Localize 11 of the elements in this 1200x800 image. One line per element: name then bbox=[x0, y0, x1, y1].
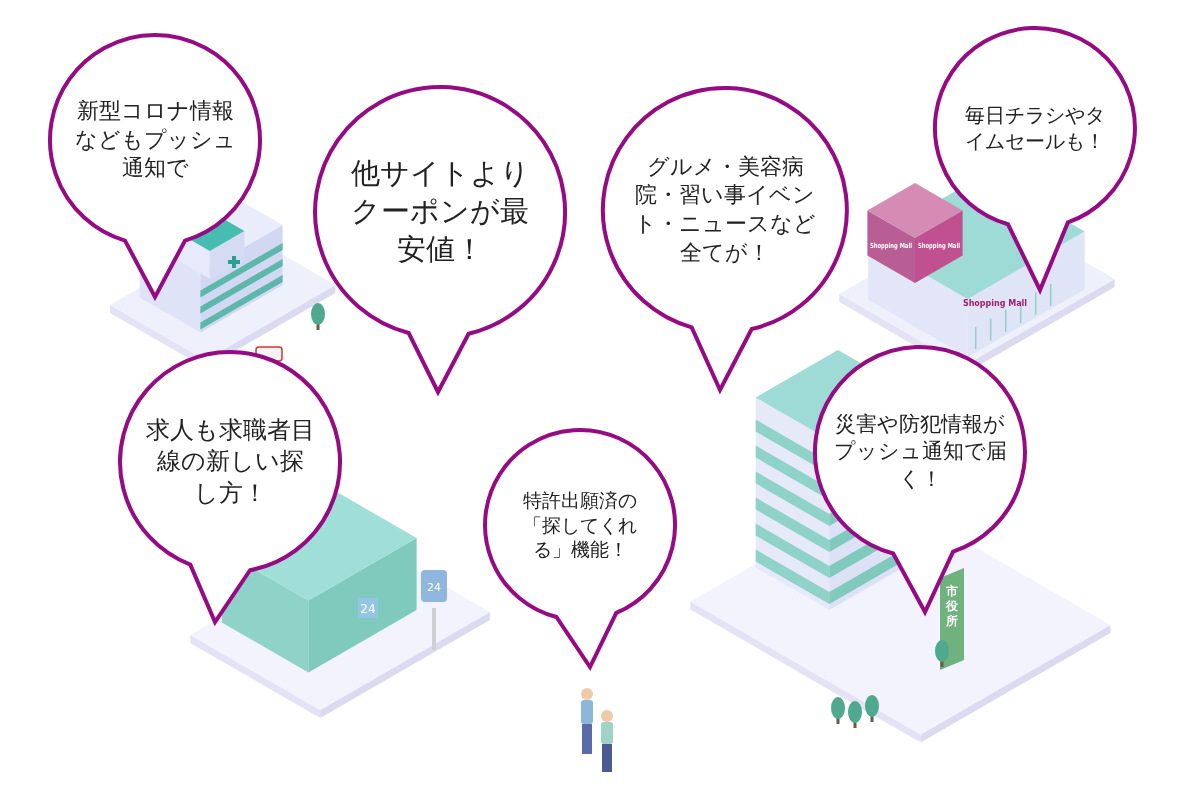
sign-text: 24 bbox=[360, 602, 376, 616]
bubble-text: 新型コロナ情報などもプッシュ通知で bbox=[73, 97, 237, 183]
sign-text: Shopping Mall bbox=[962, 299, 1028, 308]
bubble-text: グルメ・美容病院・習い事イベント・ニュースなど全てが！ bbox=[633, 152, 817, 267]
bubble-text: 特許出願済の「探してくれる」機能！ bbox=[522, 487, 638, 563]
bubble-text: 災害や防犯情報がプッシュ通知で届く！ bbox=[832, 411, 1008, 493]
bubble-text: 求人も求職者目線の新しい探し方！ bbox=[145, 415, 315, 509]
bubble-text: 毎日チラシやタイムセールも！ bbox=[964, 102, 1106, 154]
sign-text: 市役所 bbox=[946, 584, 958, 628]
sign-text: 24 bbox=[427, 581, 441, 594]
bubble-text: 他サイトよりクーポンが最安値！ bbox=[349, 155, 531, 268]
